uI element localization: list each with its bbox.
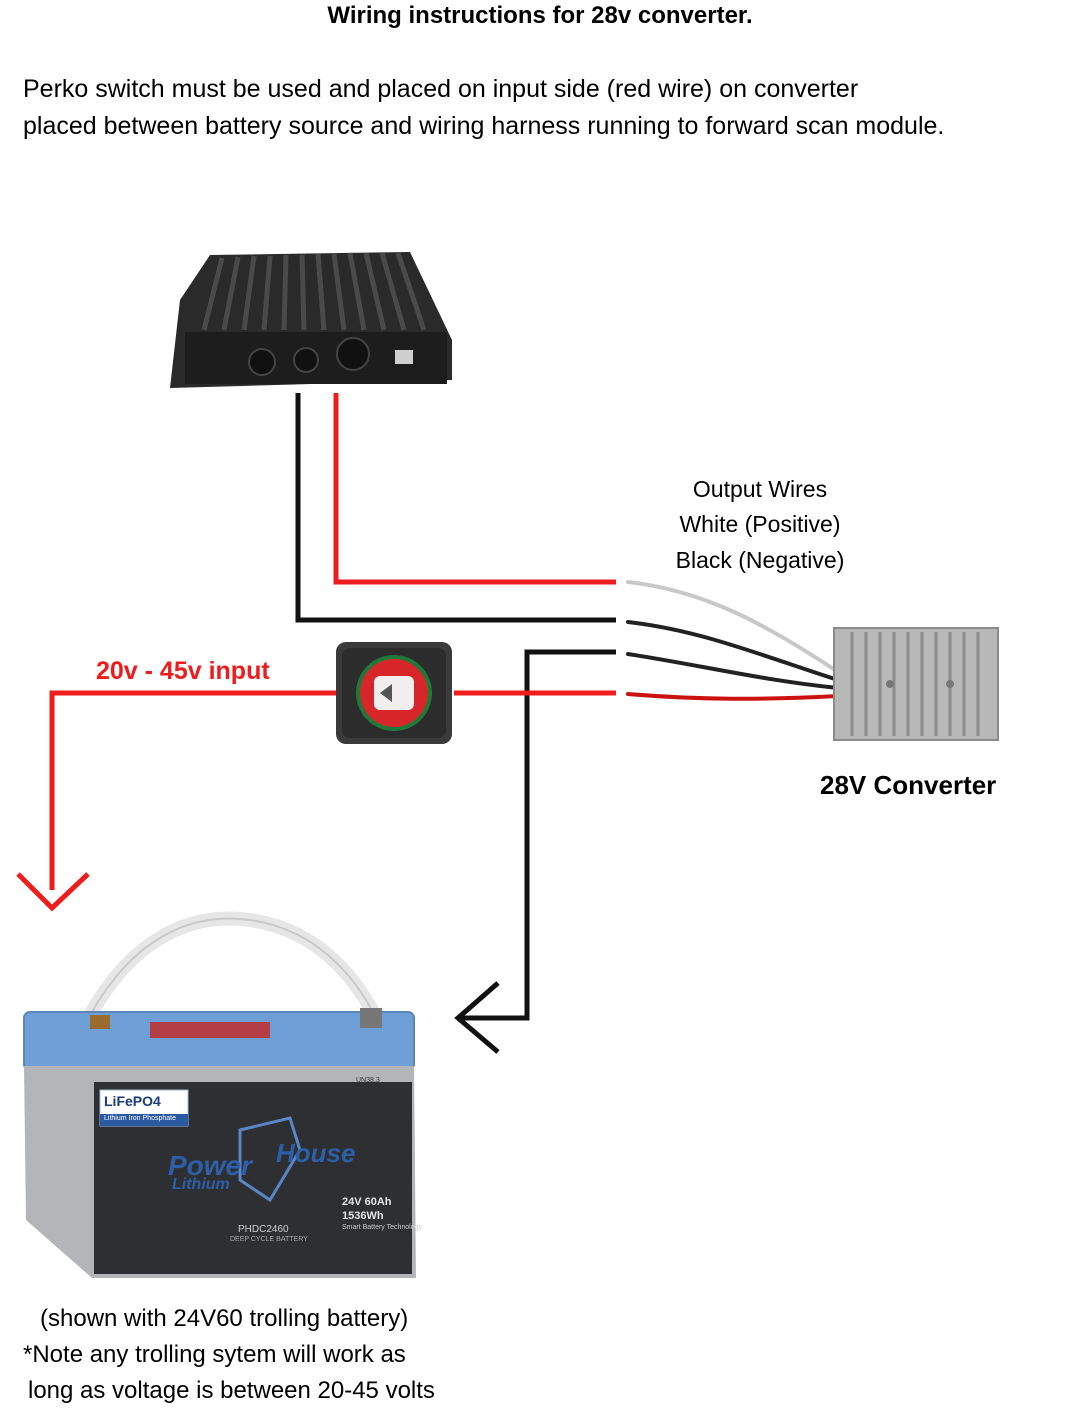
battery-brand-house: House (276, 1138, 356, 1168)
battery-brand-power: Power (168, 1150, 253, 1181)
output-wires-title: Output Wires (692, 476, 828, 502)
note-line-2: *Note any trolling sytem will work as (23, 1341, 406, 1368)
battery-cert: UN38.3 (356, 1077, 380, 1084)
page-title: Wiring instructions for 28v converter. (327, 2, 753, 29)
converter-28v (833, 627, 999, 741)
battery-model: PHDC2460 (238, 1224, 289, 1235)
battery-model-sub: DEEP CYCLE BATTERY (230, 1236, 308, 1243)
input-red-wire-left (49, 690, 336, 890)
battery-spec-energy: 1536Wh (342, 1210, 384, 1222)
module-black-wire (295, 393, 616, 623)
battery-chemistry-sub: Lithium Iron Phosphate (104, 1115, 176, 1122)
instruction-line-1: Perko switch must be used and placed on … (23, 75, 859, 103)
instruction-line-2: placed between battery source and wiring… (23, 112, 945, 140)
battery-chemistry: LiFePO4 (104, 1093, 161, 1109)
perko-switch (336, 642, 452, 744)
battery-spec-voltage: 24V 60Ah (342, 1196, 392, 1208)
module-red-wire (333, 393, 616, 585)
note-line-3: long as voltage is between 20-45 volts (28, 1377, 435, 1404)
battery (23, 911, 416, 1278)
battery-spec-tech: Smart Battery Technology (342, 1224, 423, 1231)
input-voltage-label: 20v - 45v input (96, 657, 270, 685)
battery-negative-wire (460, 649, 616, 1021)
output-wires-white: White (Positive) (679, 511, 841, 537)
red-arrowhead (16, 872, 90, 912)
converter-leads (626, 580, 840, 701)
forward-scan-module (170, 252, 452, 388)
black-arrowhead (454, 981, 500, 1054)
battery-brand-lithium: Lithium (172, 1176, 230, 1193)
output-wires-black: Black (Negative) (675, 547, 845, 573)
converter-label: 28V Converter (820, 770, 997, 800)
note-line-1: (shown with 24V60 trolling battery) (40, 1305, 409, 1332)
